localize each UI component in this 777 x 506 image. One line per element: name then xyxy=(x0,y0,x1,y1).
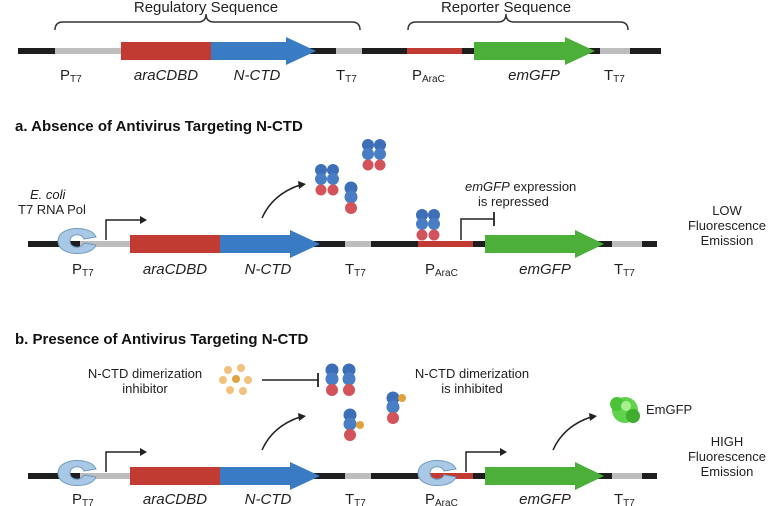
repressed-label: is repressed xyxy=(478,194,549,209)
promoter-t7-label: PT7 xyxy=(60,67,82,85)
nctd-dimer-icon-2 xyxy=(362,139,386,171)
emgfp-label-a: emGFP xyxy=(519,261,571,278)
aracdbd-gene xyxy=(121,42,211,60)
aracdbd-gene-a xyxy=(130,235,220,253)
fluorescence-label-b: Fluorescence xyxy=(688,449,766,464)
expression-arrow-b xyxy=(261,416,301,451)
nctd-dimer-icon-1 xyxy=(315,164,339,196)
inhibited-label-line1: N-CTD dimerization xyxy=(415,366,529,381)
t7-rna-pol-label: T7 RNA Pol xyxy=(18,202,86,217)
nctd-monomer-icon xyxy=(344,181,358,214)
transcription-arrowhead-b2 xyxy=(500,448,507,456)
gfp-expression-arrowhead xyxy=(589,413,597,421)
regulatory-sequence-label: Regulatory Sequence xyxy=(134,0,278,16)
dna-backbone-b xyxy=(28,473,657,479)
expression-arrowhead-b xyxy=(298,413,306,421)
bound-inhibitor-icon-2 xyxy=(356,421,364,429)
emgfp-protein-label: EmGFP xyxy=(646,402,692,417)
terminator-t7-label-a: TT7 xyxy=(345,261,366,279)
promoter-t7-label-a: PT7 xyxy=(72,261,94,279)
terminator-t7-segment-b xyxy=(345,473,371,479)
nctd-label: N-CTD xyxy=(234,67,281,84)
nctd-monomer-b2 xyxy=(342,363,356,396)
terminator-t7b-segment-a xyxy=(612,241,642,247)
aracdbd-label: araCDBD xyxy=(134,67,198,84)
emission-label-b: Emission xyxy=(701,464,754,479)
repression-line xyxy=(460,218,494,240)
inhibitor-label-line2: inhibitor xyxy=(122,381,168,396)
terminator-t7b-label-a: TT7 xyxy=(614,261,635,279)
nctd-label-a: N-CTD xyxy=(245,261,292,278)
aracdbd-gene-b xyxy=(130,467,220,485)
promoter-arac-label-a: PAraC xyxy=(425,261,458,279)
high-label: HIGH xyxy=(711,434,744,449)
transcription-start-arrow-b xyxy=(105,451,140,472)
expression-arrow-a xyxy=(261,184,301,219)
nctd-monomer-b3 xyxy=(386,391,400,424)
transcription-arrowhead-a xyxy=(140,216,147,224)
promoter-arac-label: PAraC xyxy=(412,67,445,85)
terminator-t7b-label: TT7 xyxy=(604,67,625,85)
promoter-arac-segment-a xyxy=(418,241,473,247)
top-construct: Regulatory Sequence Reporter Sequence PT… xyxy=(18,0,661,85)
nctd-monomer-b4 xyxy=(343,408,357,441)
reporter-brace xyxy=(407,13,629,31)
nctd-gene-arrow xyxy=(211,37,316,65)
emgfp-label-b: emGFP xyxy=(519,491,571,506)
gfp-expression-arrow xyxy=(552,416,592,451)
low-label: LOW xyxy=(712,203,742,218)
transcription-start-arrow-b2 xyxy=(465,451,500,472)
terminator-t7-segment xyxy=(336,48,362,54)
terminator-t7-segment-a xyxy=(345,241,371,247)
promoter-t7-segment-a xyxy=(80,241,130,247)
promoter-t7-segment xyxy=(55,48,121,54)
reporter-sequence-label: Reporter Sequence xyxy=(441,0,571,16)
panel-b-title: b. Presence of Antivirus Targeting N-CTD xyxy=(15,331,309,348)
transcription-start-arrow-a xyxy=(105,219,140,240)
terminator-t7-label-b: TT7 xyxy=(345,491,366,506)
emgfp-gene-arrow-b xyxy=(485,462,604,490)
dna-backbone-a xyxy=(28,241,657,247)
fluorescence-label-a: Fluorescence xyxy=(688,218,766,233)
emission-label-a: Emission xyxy=(701,233,754,248)
nctd-gene-arrow-b xyxy=(220,462,320,490)
inhibitor-molecules-icon xyxy=(219,364,252,395)
panel-a-title: a. Absence of Antivirus Targeting N-CTD xyxy=(15,118,303,135)
regulatory-brace xyxy=(54,13,361,31)
emgfp-expression-label: emGFP expression xyxy=(465,179,576,194)
ecoli-label: E. coli xyxy=(30,187,67,202)
emgfp-label: emGFP xyxy=(508,67,560,84)
emgfp-protein-icon xyxy=(610,397,640,423)
terminator-t7-label: TT7 xyxy=(336,67,357,85)
nctd-label-b: N-CTD xyxy=(245,491,292,506)
nctd-gene-arrow-a xyxy=(220,230,320,258)
aracdbd-label-b: araCDBD xyxy=(143,491,207,506)
inhibitor-label-line1: N-CTD dimerization xyxy=(88,366,202,381)
aracdbd-label-a: araCDBD xyxy=(143,261,207,278)
emgfp-gene-arrow-a xyxy=(485,230,604,258)
promoter-t7-label-b: PT7 xyxy=(72,491,94,506)
bound-inhibitor-icon-1 xyxy=(398,394,406,402)
panel-b: b. Presence of Antivirus Targeting N-CTD… xyxy=(15,331,766,506)
emgfp-gene-arrow xyxy=(474,37,595,65)
transcription-arrowhead-b xyxy=(140,448,147,456)
nctd-monomer-b1 xyxy=(325,363,339,396)
bound-repressor-icon xyxy=(416,209,440,241)
promoter-arac-label-b: PAraC xyxy=(425,491,458,506)
expression-arrowhead-a xyxy=(298,181,306,189)
promoter-t7-segment-b xyxy=(80,473,130,479)
panel-a: a. Absence of Antivirus Targeting N-CTD … xyxy=(15,118,766,279)
terminator-t7b-label-b: TT7 xyxy=(614,491,635,506)
promoter-arac-segment xyxy=(407,48,462,54)
terminator-t7b-segment-b xyxy=(612,473,642,479)
inhibited-label-line2: is inhibited xyxy=(441,381,502,396)
terminator-t7b-segment xyxy=(600,48,630,54)
